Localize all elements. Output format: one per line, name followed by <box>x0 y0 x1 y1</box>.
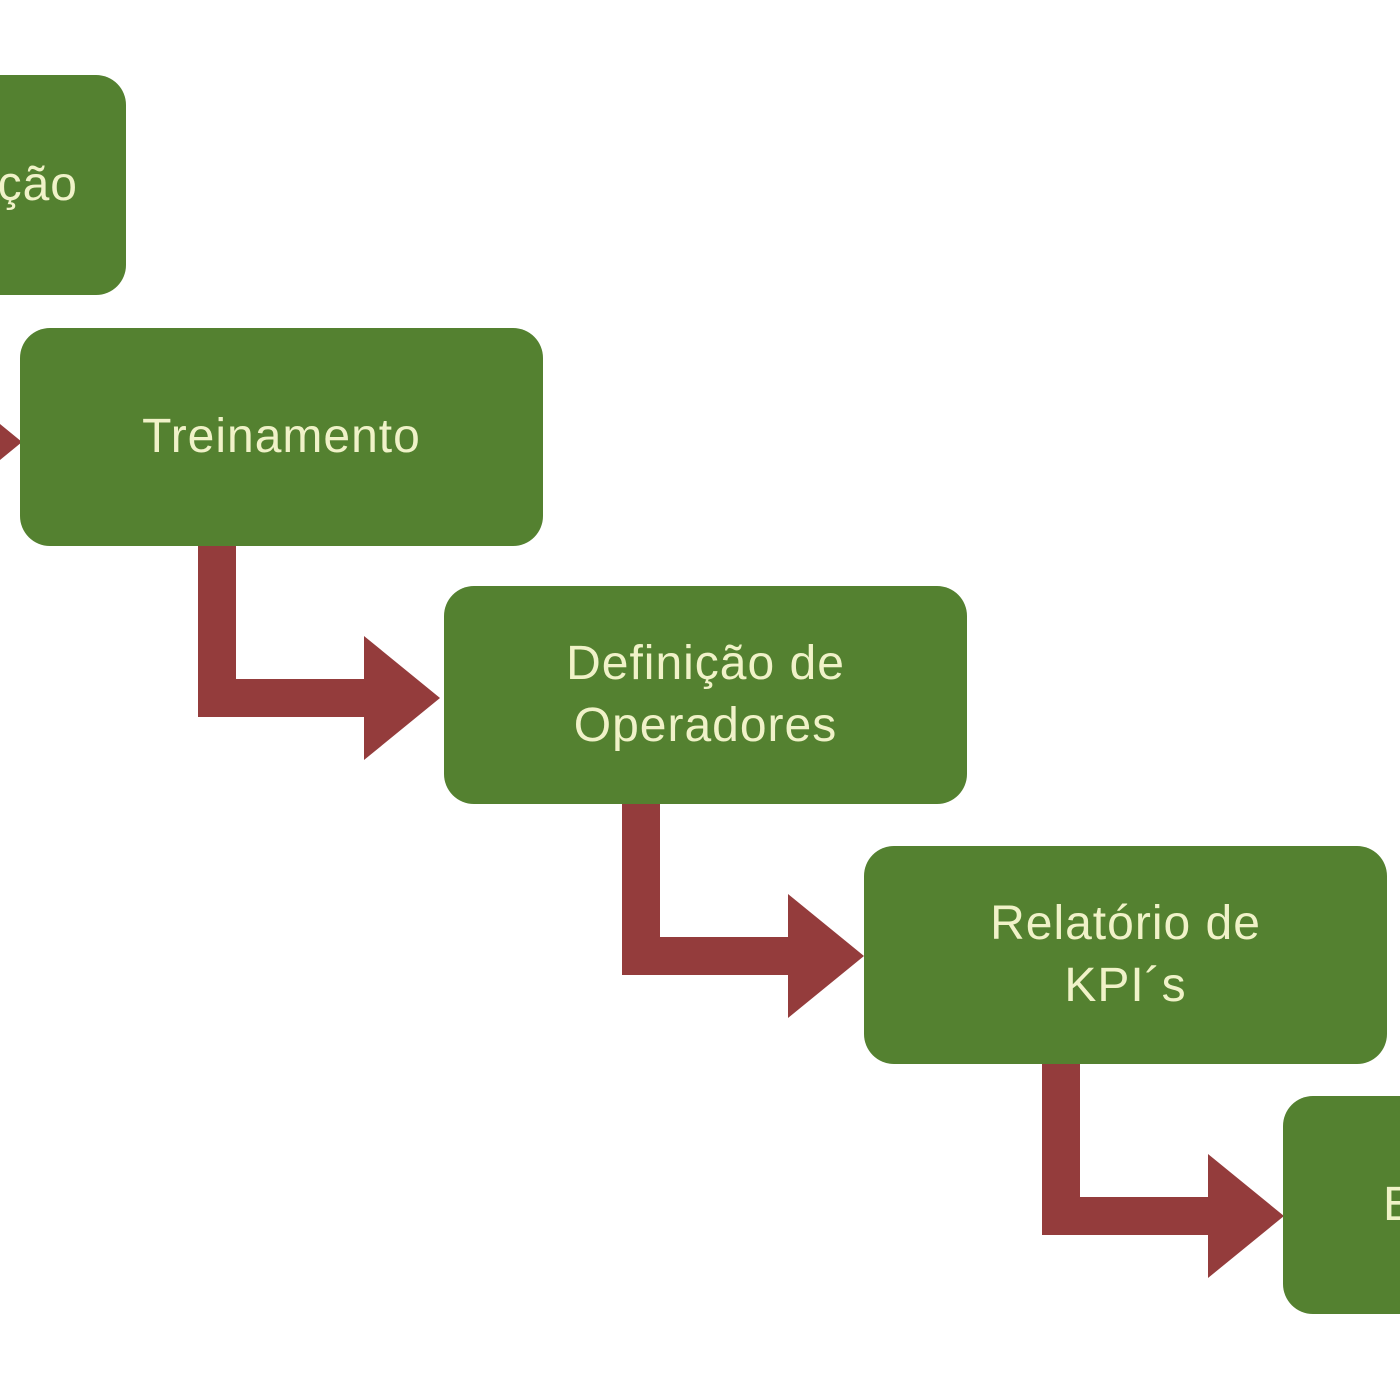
step-box: Treinamento <box>20 328 543 546</box>
step-box: E <box>1283 1096 1400 1314</box>
connector-arrow-3 <box>622 804 864 1018</box>
step-label: Treinamento <box>142 410 421 463</box>
step-label: ção <box>0 158 78 211</box>
step-box: Relatório de KPI´s <box>864 846 1387 1064</box>
step-box: ção <box>0 75 126 295</box>
step-label: E <box>1383 1174 1400 1236</box>
step-label: Definição de Operadores <box>566 637 845 752</box>
connector-arrow-2 <box>198 546 440 760</box>
step-label: Relatório de KPI´s <box>990 897 1261 1012</box>
connector-arrow-4 <box>1042 1064 1284 1278</box>
step-box: Definição de Operadores <box>444 586 967 804</box>
connector-arrow-1 <box>0 424 22 460</box>
